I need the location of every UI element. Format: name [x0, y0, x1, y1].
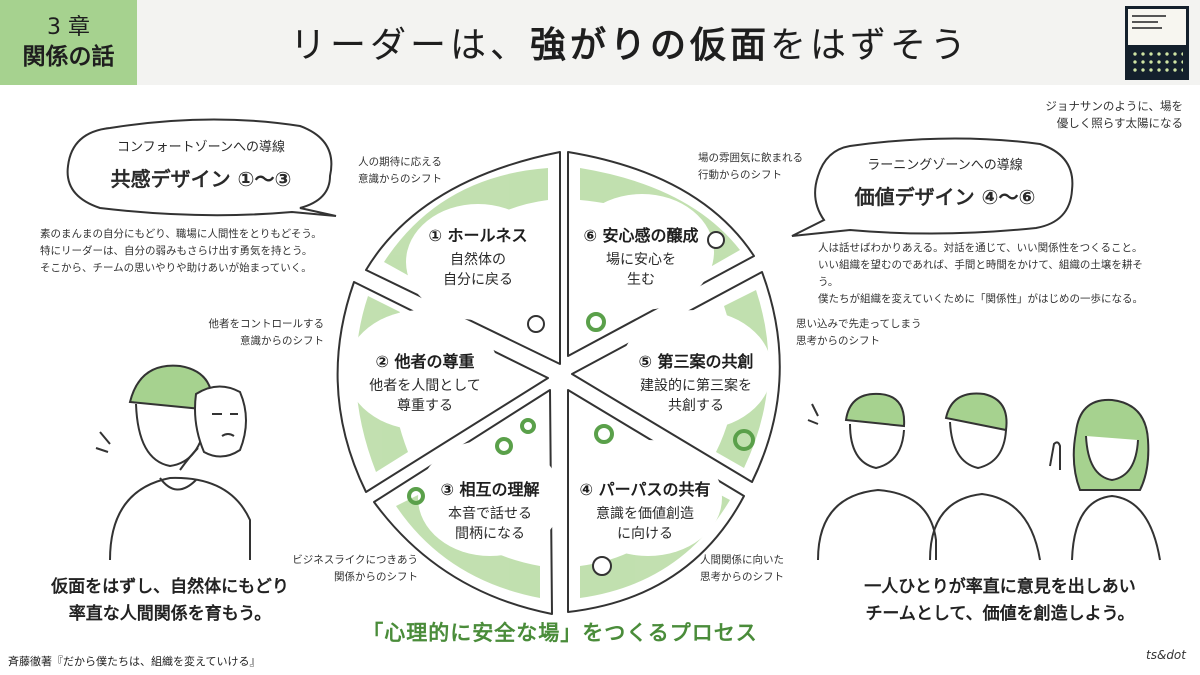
segment-2-line2: 尊重する — [397, 398, 453, 414]
segment-2-line1: 他者を人間として — [369, 378, 481, 394]
shift-label-b: 他者をコントロールする 意識からのシフト — [180, 316, 325, 350]
team-illustration — [807, 392, 1161, 561]
shift-label-a: 人の期待に応える 意識からのシフト — [330, 154, 470, 188]
segment-5-line1: 建設的に第三案を — [640, 378, 752, 394]
segment-2-text: ② 他者の尊重 他者を人間として 尊重する — [350, 348, 500, 416]
title-bold: 強がりの仮面 — [529, 25, 770, 66]
top-right-note-line2: 優しく照らす太陽になる — [1056, 116, 1183, 130]
shift-label-d: 人間関係に向いた 思考からのシフト — [700, 552, 830, 586]
right-desc-line3: 僕たちが組織を変えていくために「関係性」がはじめの一歩になる。 — [818, 293, 1143, 305]
right-caption: 一人ひとりが率直に意見を出しあい チームとして、価値を創造しよう。 — [830, 574, 1170, 628]
shift-label-e: 思い込みで先走ってしまう 思考からのシフト — [796, 316, 956, 350]
segment-3-text: ③ 相互の理解 本音で話せる 間柄になる — [420, 476, 560, 544]
left-bubble-text: コンフォートゾーンへの導線 共感デザイン ①〜③ — [70, 136, 332, 192]
left-caption: 仮面をはずし、自然体にもどり 率直な人間関係を育もう。 — [20, 574, 320, 628]
book-cover-image — [1125, 6, 1189, 80]
title-part2: をはずそう — [770, 25, 971, 66]
title-part1: リーダーは、 — [289, 25, 530, 66]
segment-1-line1: 自然体の — [450, 252, 506, 268]
shift-d-top: 人間関係に向いた — [700, 554, 784, 566]
segment-6-line2: 生む — [627, 272, 655, 288]
left-desc-line3: そこから、チームの思いやりや助けあいが始まっていく。 — [40, 262, 312, 274]
header-bar — [0, 0, 1200, 85]
segment-2-title: ② 他者の尊重 — [375, 352, 475, 371]
right-caption-line1: 一人ひとりが率直に意見を出しあい — [864, 577, 1136, 597]
segment-5-line2: 共創する — [668, 398, 724, 414]
footer-citation: 斉藤徹著『だから僕たちは、組織を変えていける』 — [8, 655, 261, 668]
person-with-mask-illustration — [95, 364, 251, 561]
shift-c-bottom: 関係からのシフト — [334, 571, 418, 583]
segment-4-title: ④ パーパスの共有 — [579, 480, 711, 499]
segment-1-title: ① ホールネス — [428, 226, 528, 245]
shift-a-top: 人の期待に応える — [358, 156, 442, 168]
segment-1-line2: 自分に戻る — [443, 272, 513, 288]
left-desc-line1: 素のまんまの自分にもどり、職場に人間性をとりもどそう。 — [40, 228, 322, 240]
segment-6-title: ⑥ 安心感の醸成 — [583, 226, 699, 245]
left-bubble-subtitle: コンフォートゾーンへの導線 — [117, 140, 285, 155]
right-bubble-title: 価値デザイン ④〜⑥ — [854, 185, 1036, 209]
left-caption-line1: 仮面をはずし、自然体にもどり — [51, 577, 289, 597]
right-description: 人は話せばわかりあえる。対話を通じて、いい関係性をつくること。 いい組織を望むの… — [818, 240, 1158, 308]
segment-4-line1: 意識を価値創造 — [596, 506, 694, 522]
segment-5-text: ⑤ 第三案の共創 建設的に第三案を 共創する — [616, 348, 776, 416]
segment-6-line1: 場に安心を — [606, 252, 676, 268]
page-title: リーダーは、強がりの仮面をはずそう — [150, 16, 1110, 68]
top-right-note: ジョナサンのように、場を 優しく照らす太陽になる — [995, 98, 1183, 132]
segment-1-text: ① ホールネス 自然体の 自分に戻る — [408, 222, 548, 290]
shift-label-f: 場の雰囲気に飲まれる 行動からのシフト — [698, 150, 828, 184]
segment-3-line2: 間柄になる — [455, 526, 525, 542]
right-caption-line2: チームとして、価値を創造しよう。 — [865, 604, 1135, 624]
process-label: 「心理的に安全な場」をつくるプロセス — [362, 621, 758, 645]
left-desc-line2: 特にリーダーは、自分の弱みもさらけ出す勇気を持とう。 — [40, 245, 313, 257]
chapter-number: 3 章 — [47, 14, 90, 40]
chapter-title: 関係の話 — [22, 43, 115, 70]
right-desc-line1: 人は話せばわかりあえる。対話を通じて、いい関係性をつくること。 — [818, 242, 1143, 254]
segment-5-title: ⑤ 第三案の共創 — [638, 352, 754, 371]
shift-c-top: ビジネスライクにつきあう — [292, 554, 418, 566]
shift-b-top: 他者をコントロールする — [208, 318, 325, 330]
shift-a-bottom: 意識からのシフト — [358, 173, 442, 185]
segment-6-text: ⑥ 安心感の醸成 場に安心を 生む — [566, 222, 716, 290]
top-right-note-line1: ジョナサンのように、場を — [1045, 99, 1183, 113]
shift-e-bottom: 思考からのシフト — [796, 335, 880, 347]
segment-3-line1: 本音で話せる — [448, 506, 532, 522]
left-speech-bubble — [66, 118, 337, 217]
segment-4-text: ④ パーパスの共有 意識を価値創造 に向ける — [570, 476, 720, 544]
segment-3-title: ③ 相互の理解 — [440, 480, 540, 499]
shift-b-bottom: 意識からのシフト — [240, 335, 324, 347]
signature: ts&dot — [1146, 648, 1186, 662]
right-desc-line2: いい組織を望むのであれば、手間と時間をかけて、組織の土壌を耕そう。 — [818, 259, 1143, 288]
shift-e-top: 思い込みで先走ってしまう — [796, 318, 922, 330]
shift-f-bottom: 行動からのシフト — [698, 169, 782, 181]
shift-d-bottom: 思考からのシフト — [700, 571, 784, 583]
left-description: 素のまんまの自分にもどり、職場に人間性をとりもどそう。 特にリーダーは、自分の弱… — [40, 226, 340, 277]
chapter-badge: 3 章 関係の話 — [0, 0, 137, 85]
right-speech-bubble — [791, 137, 1074, 237]
right-bubble-text: ラーニングゾーンへの導線 価値デザイン ④〜⑥ — [820, 154, 1070, 210]
left-caption-line2: 率直な人間関係を育もう。 — [68, 604, 272, 624]
right-bubble-subtitle: ラーニングゾーンへの導線 — [867, 158, 1023, 173]
left-bubble-title: 共感デザイン ①〜③ — [110, 167, 292, 191]
segment-4-line2: に向ける — [617, 526, 673, 542]
shift-label-c: ビジネスライクにつきあう 関係からのシフト — [268, 552, 418, 586]
shift-f-top: 場の雰囲気に飲まれる — [698, 152, 803, 164]
